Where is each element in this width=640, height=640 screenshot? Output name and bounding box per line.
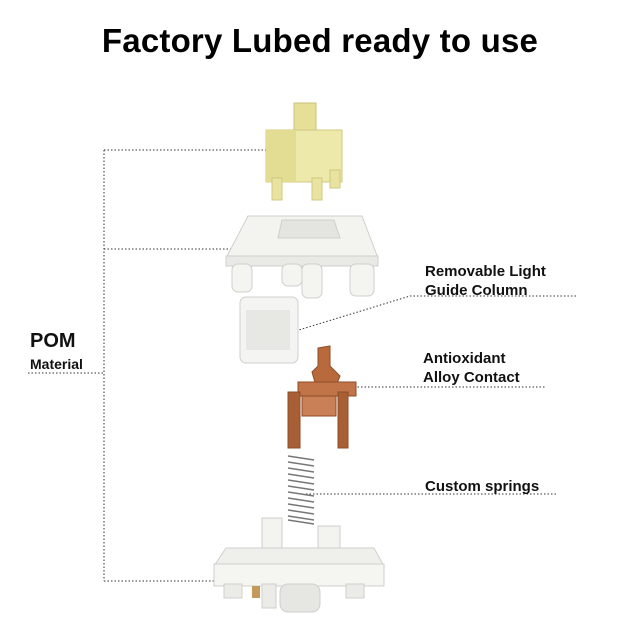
label-contact-line1: Antioxidant	[423, 350, 506, 367]
label-contact-line2: Alloy Contact	[423, 369, 520, 386]
page-title: Factory Lubed ready to use	[101, 22, 539, 59]
label-springs: Custom springs	[425, 478, 540, 495]
light-guide-column	[239, 296, 299, 364]
stem	[265, 102, 343, 201]
label-material-sub: Material	[30, 356, 83, 372]
alloy-contact	[287, 345, 357, 449]
label-material-main: POM	[30, 330, 76, 352]
top-housing	[225, 215, 379, 299]
leader-guide-column	[265, 295, 578, 341]
label-guide-line2: Guide Column	[425, 282, 528, 299]
spring	[287, 455, 315, 525]
bottom-housing	[213, 517, 385, 613]
label-guide-line1: Removable Light	[425, 263, 546, 280]
